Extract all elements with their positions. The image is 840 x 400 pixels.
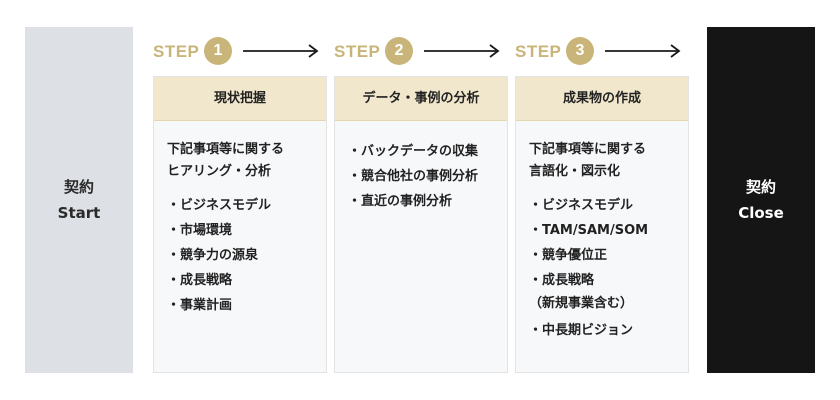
step-2-title: データ・事例の分析 <box>335 77 507 121</box>
step-3-label: STEP <box>515 42 562 61</box>
step-3-header: STEP 3 <box>515 36 695 68</box>
list-item: ・競争優位正 <box>529 248 608 263</box>
step-3: STEP 3 成果物の作成 下記事項等に関する 言語化・図示化 ・ビジネスモデル… <box>515 36 695 373</box>
step-2: STEP 2 データ・事例の分析 ・バックデータの収集 ・競合他社の事例分析 ・… <box>334 36 514 373</box>
step-2-header: STEP 2 <box>334 36 514 68</box>
step-3-intro-line: 下記事項等に関する <box>529 142 647 157</box>
step-1-title: 現状把握 <box>154 77 326 121</box>
list-item: ・市場環境 <box>167 223 233 238</box>
step-1-label: STEP <box>153 42 200 61</box>
list-item: ・ビジネスモデル <box>529 198 634 213</box>
close-label-en: Close <box>738 204 784 222</box>
list-item: ・中長期ビジョン <box>529 323 634 338</box>
list-item-sub: （新規事業含む） <box>529 296 634 311</box>
step-2-number-badge: 2 <box>385 37 413 65</box>
start-label-jp: 契約 <box>63 178 94 196</box>
list-item: ・TAM/SAM/SOM <box>529 223 649 238</box>
start-label-en: Start <box>57 204 101 222</box>
right-arrow-icon <box>424 44 500 58</box>
step-3-intro: 下記事項等に関する 言語化・図示化 <box>529 139 678 183</box>
start-block: 契約 Start <box>25 27 133 373</box>
list-item: ・ビジネスモデル <box>167 198 272 213</box>
step-3-title: 成果物の作成 <box>516 77 688 121</box>
step-3-intro-line: 言語化・図示化 <box>529 164 621 179</box>
list-item: ・成長戦略 <box>167 273 233 288</box>
close-label-jp: 契約 <box>745 178 776 196</box>
step-1-header: STEP 1 <box>153 36 333 68</box>
list-item: ・競争力の源泉 <box>167 248 259 263</box>
step-3-number-badge: 3 <box>566 37 594 65</box>
step-2-label: STEP <box>334 42 381 61</box>
step-3-card: 成果物の作成 下記事項等に関する 言語化・図示化 ・ビジネスモデル ・TAM/S… <box>515 76 689 373</box>
step-1-card: 現状把握 下記事項等に関する ヒアリング・分析 ・ビジネスモデル ・市場環境 ・… <box>153 76 327 373</box>
step-1-intro-line: 下記事項等に関する <box>167 142 285 157</box>
list-item: ・事業計画 <box>167 298 233 313</box>
list-item: ・直近の事例分析 <box>348 194 453 209</box>
step-3-body: 下記事項等に関する 言語化・図示化 ・ビジネスモデル ・TAM/SAM/SOM … <box>516 121 688 343</box>
step-1-number-badge: 1 <box>204 37 232 65</box>
step-1: STEP 1 現状把握 下記事項等に関する ヒアリング・分析 ・ビジネスモデル … <box>153 36 333 373</box>
list-item: ・バックデータの収集 <box>348 144 479 159</box>
step-2-card: データ・事例の分析 ・バックデータの収集 ・競合他社の事例分析 ・直近の事例分析 <box>334 76 508 373</box>
close-block: 契約 Close <box>707 27 815 373</box>
step-1-body: 下記事項等に関する ヒアリング・分析 ・ビジネスモデル ・市場環境 ・競争力の源… <box>154 121 326 318</box>
right-arrow-icon <box>605 44 681 58</box>
list-item: ・競合他社の事例分析 <box>348 169 479 184</box>
step-2-body: ・バックデータの収集 ・競合他社の事例分析 ・直近の事例分析 <box>335 121 507 214</box>
right-arrow-icon <box>243 44 319 58</box>
step-1-intro-line: ヒアリング・分析 <box>167 164 272 179</box>
list-item: ・成長戦略 <box>529 273 595 288</box>
step-1-intro: 下記事項等に関する ヒアリング・分析 <box>167 139 316 183</box>
